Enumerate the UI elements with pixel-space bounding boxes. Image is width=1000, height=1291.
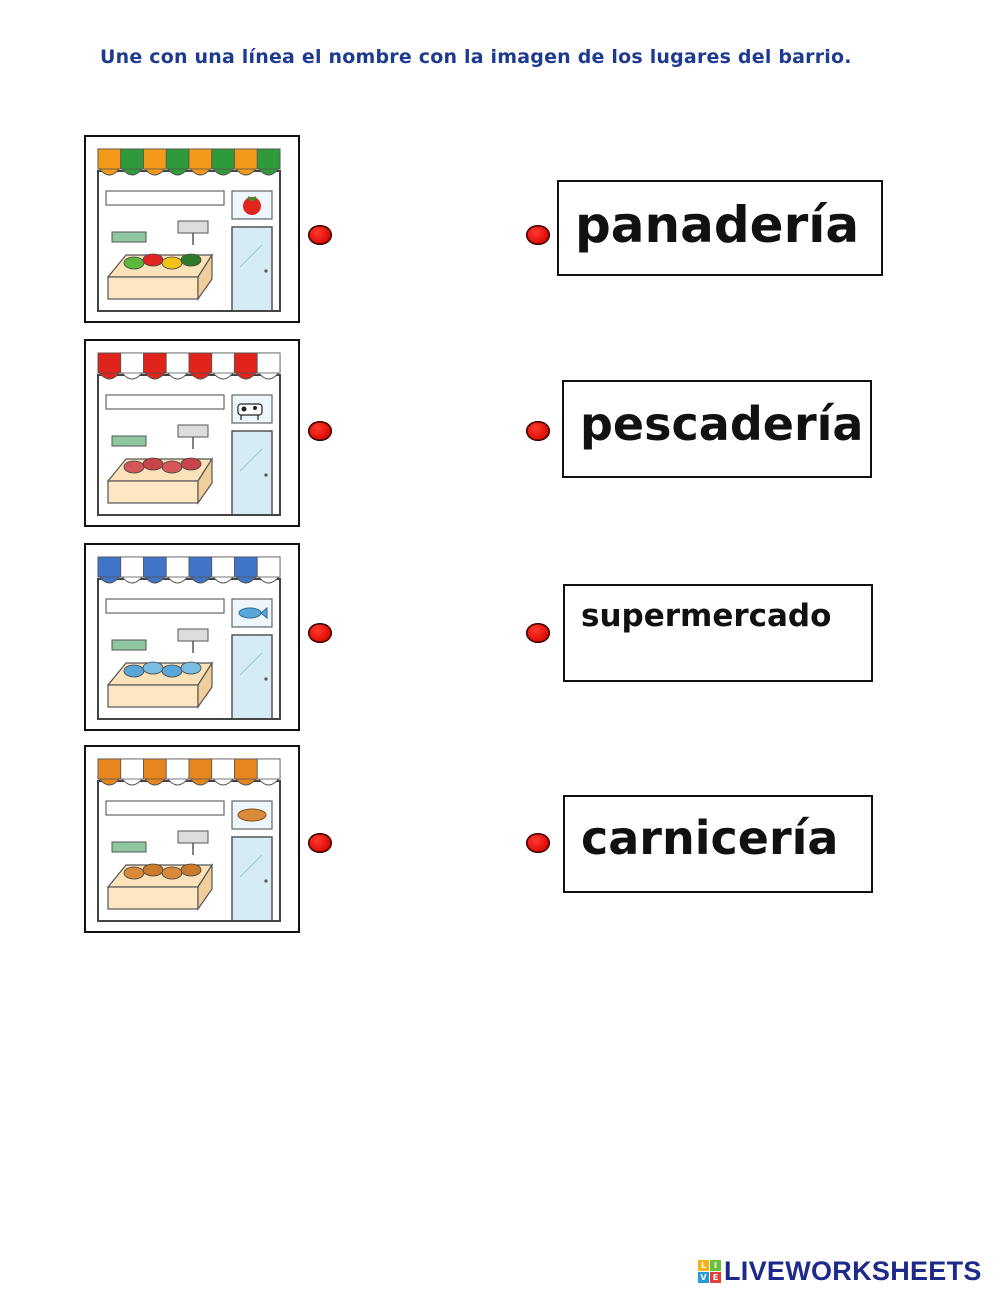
goods (123, 457, 202, 474)
word-box-carniceria[interactable]: carnicería (563, 795, 873, 893)
shop-card-fishmonger (84, 543, 300, 731)
fishmonger-shop-icon (97, 556, 281, 720)
butcher-shop-icon (97, 352, 281, 516)
image-connector-dot[interactable] (308, 833, 332, 853)
shop-card-butcher (84, 339, 300, 527)
goods (123, 253, 202, 270)
logo-letter: E (710, 1271, 721, 1283)
word-box-panaderia[interactable]: panadería (557, 180, 883, 276)
image-connector-dot[interactable] (308, 623, 332, 643)
word-connector-dot[interactable] (526, 833, 550, 853)
greengrocer-shop-icon (97, 148, 281, 312)
word-connector-dot[interactable] (526, 225, 550, 245)
goods (123, 863, 202, 880)
awning (97, 556, 281, 584)
image-connector-dot[interactable] (308, 421, 332, 441)
word-label: supermercado (581, 598, 832, 634)
instruction-text: Une con una línea el nombre con la image… (100, 46, 852, 68)
shop-card-greengrocer (84, 135, 300, 323)
word-connector-dot[interactable] (526, 623, 550, 643)
goods (123, 661, 202, 678)
cow-sign-icon (237, 403, 263, 420)
image-connector-dot[interactable] (308, 225, 332, 245)
logo-letter: V (698, 1271, 709, 1283)
liveworksheets-logo: L I V E LIVEWORKSHEETS (698, 1254, 982, 1288)
bread-sign-icon (237, 808, 267, 822)
awning (97, 148, 281, 176)
word-label: pescadería (580, 397, 864, 451)
awning (97, 352, 281, 380)
tomato-sign-icon (243, 196, 261, 215)
logo-mark-icon: L I V E (698, 1259, 721, 1283)
shop-card-bakery (84, 745, 300, 933)
word-label: carnicería (581, 811, 839, 865)
awning (97, 758, 281, 786)
word-label: panadería (575, 196, 860, 254)
logo-letter: L (698, 1259, 709, 1271)
brand-name: LIVEWORKSHEETS (724, 1255, 982, 1286)
bakery-shop-icon (97, 758, 281, 922)
word-connector-dot[interactable] (526, 421, 550, 441)
word-box-pescaderia[interactable]: pescadería (562, 380, 872, 478)
fish-sign-icon (238, 606, 268, 620)
logo-letter: I (710, 1259, 721, 1271)
word-box-supermercado[interactable]: supermercado (563, 584, 873, 682)
